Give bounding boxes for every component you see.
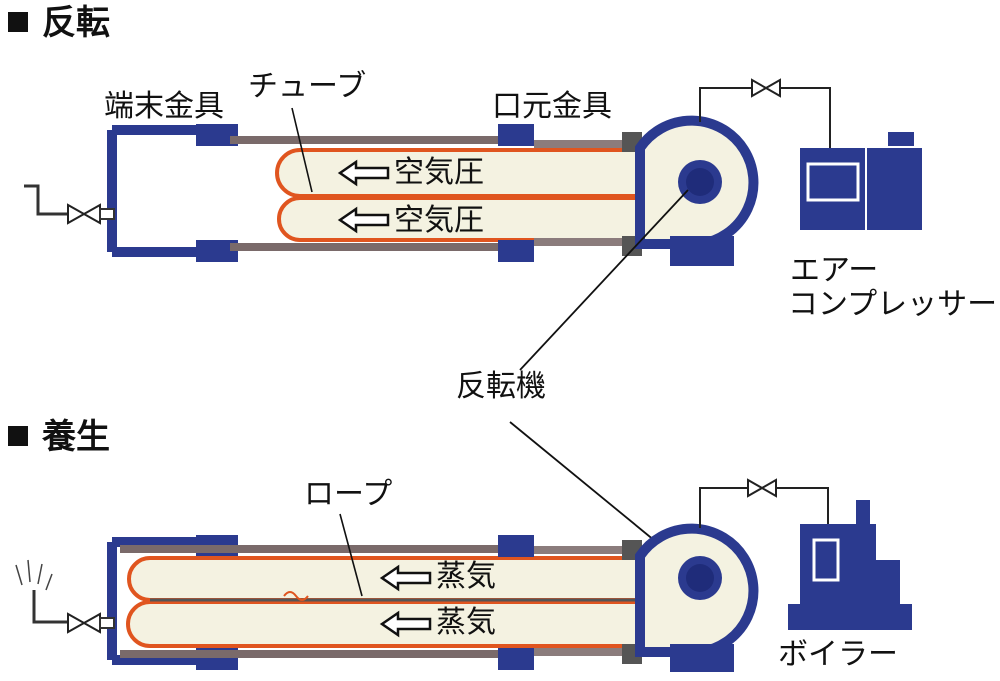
steam-vent-icon bbox=[15, 559, 53, 591]
bullet-square-icon bbox=[8, 12, 28, 32]
steam-line-to-boiler bbox=[699, 487, 829, 528]
end-fitting-frame bbox=[107, 125, 200, 257]
steam-arrow-2-icon bbox=[379, 610, 432, 638]
air-pressure-label-2: 空気圧 bbox=[394, 203, 484, 238]
section-heading-curing: 養生 bbox=[8, 420, 110, 454]
rope-leader-line bbox=[339, 513, 363, 597]
left-inlet-stub bbox=[99, 208, 115, 220]
host-pipe-wall-bottom bbox=[230, 243, 530, 251]
rope-label: ロープ bbox=[304, 477, 393, 512]
reversal-diagram bbox=[24, 78, 922, 266]
curing-inlet-stub bbox=[99, 617, 115, 629]
mouth-thread-bottom bbox=[534, 238, 624, 246]
curing-diagram bbox=[15, 478, 912, 672]
tube-label: チューブ bbox=[248, 69, 367, 104]
curing-valve-icon bbox=[67, 612, 101, 634]
curing-machine-base bbox=[670, 644, 734, 672]
air-compressor-label-line1: エアー bbox=[790, 253, 879, 288]
reversal-machine-leader-top bbox=[519, 189, 689, 371]
curing-drum-inner bbox=[686, 564, 714, 592]
bullet-square-icon bbox=[8, 426, 28, 446]
tube-leader-line bbox=[291, 107, 313, 193]
curing-mouth-bottom bbox=[498, 648, 534, 670]
curing-heading-text: 養生 bbox=[42, 417, 110, 457]
reversal-heading-text: 反転 bbox=[42, 3, 110, 43]
air-compressor-icon bbox=[800, 132, 922, 230]
host-pipe-wall-top bbox=[230, 136, 530, 144]
boiler-valve-icon bbox=[747, 478, 777, 498]
top-valve-icon bbox=[751, 78, 781, 98]
left-valve-pipe bbox=[24, 184, 72, 216]
curing-end-frame bbox=[107, 537, 200, 665]
mouth-fitting-top bbox=[498, 124, 534, 146]
air-arrow-2-icon bbox=[337, 206, 390, 234]
left-valve-icon bbox=[67, 203, 101, 225]
curing-wall-top bbox=[120, 545, 530, 553]
air-arrow-1-icon bbox=[337, 159, 390, 187]
curing-mouth-top bbox=[498, 535, 534, 557]
curing-thread-top bbox=[534, 546, 624, 554]
end-fitting-flange-top bbox=[196, 124, 238, 146]
section-heading-reversal: 反転 bbox=[8, 6, 110, 40]
end-fitting-flange-bottom bbox=[196, 240, 238, 262]
mouth-fitting-label: 口元金具 bbox=[492, 89, 612, 124]
reversal-drum-inner bbox=[686, 168, 714, 196]
steam-label-1: 蒸気 bbox=[436, 559, 496, 594]
rope-knot-icon bbox=[283, 591, 309, 601]
steam-vent-pipe bbox=[32, 590, 72, 624]
steam-label-2: 蒸気 bbox=[436, 605, 496, 640]
boiler-icon bbox=[788, 500, 912, 630]
mouth-thread-top bbox=[534, 140, 624, 148]
liner-tube-lower bbox=[277, 196, 702, 242]
reversal-machine-label: 反転機 bbox=[456, 369, 546, 404]
curing-thread-bottom bbox=[534, 648, 624, 656]
mouth-fitting-bottom bbox=[498, 240, 534, 262]
steam-arrow-1-icon bbox=[379, 564, 432, 592]
air-pressure-label-1: 空気圧 bbox=[394, 155, 484, 190]
reversal-machine-base bbox=[670, 236, 734, 266]
liner-tube-upper bbox=[275, 148, 702, 198]
air-compressor-label-line2: コンプレッサー bbox=[788, 287, 998, 322]
curing-wall-bottom bbox=[120, 650, 530, 658]
end-fitting-label: 端末金具 bbox=[104, 89, 224, 124]
boiler-label: ボイラー bbox=[778, 637, 898, 672]
